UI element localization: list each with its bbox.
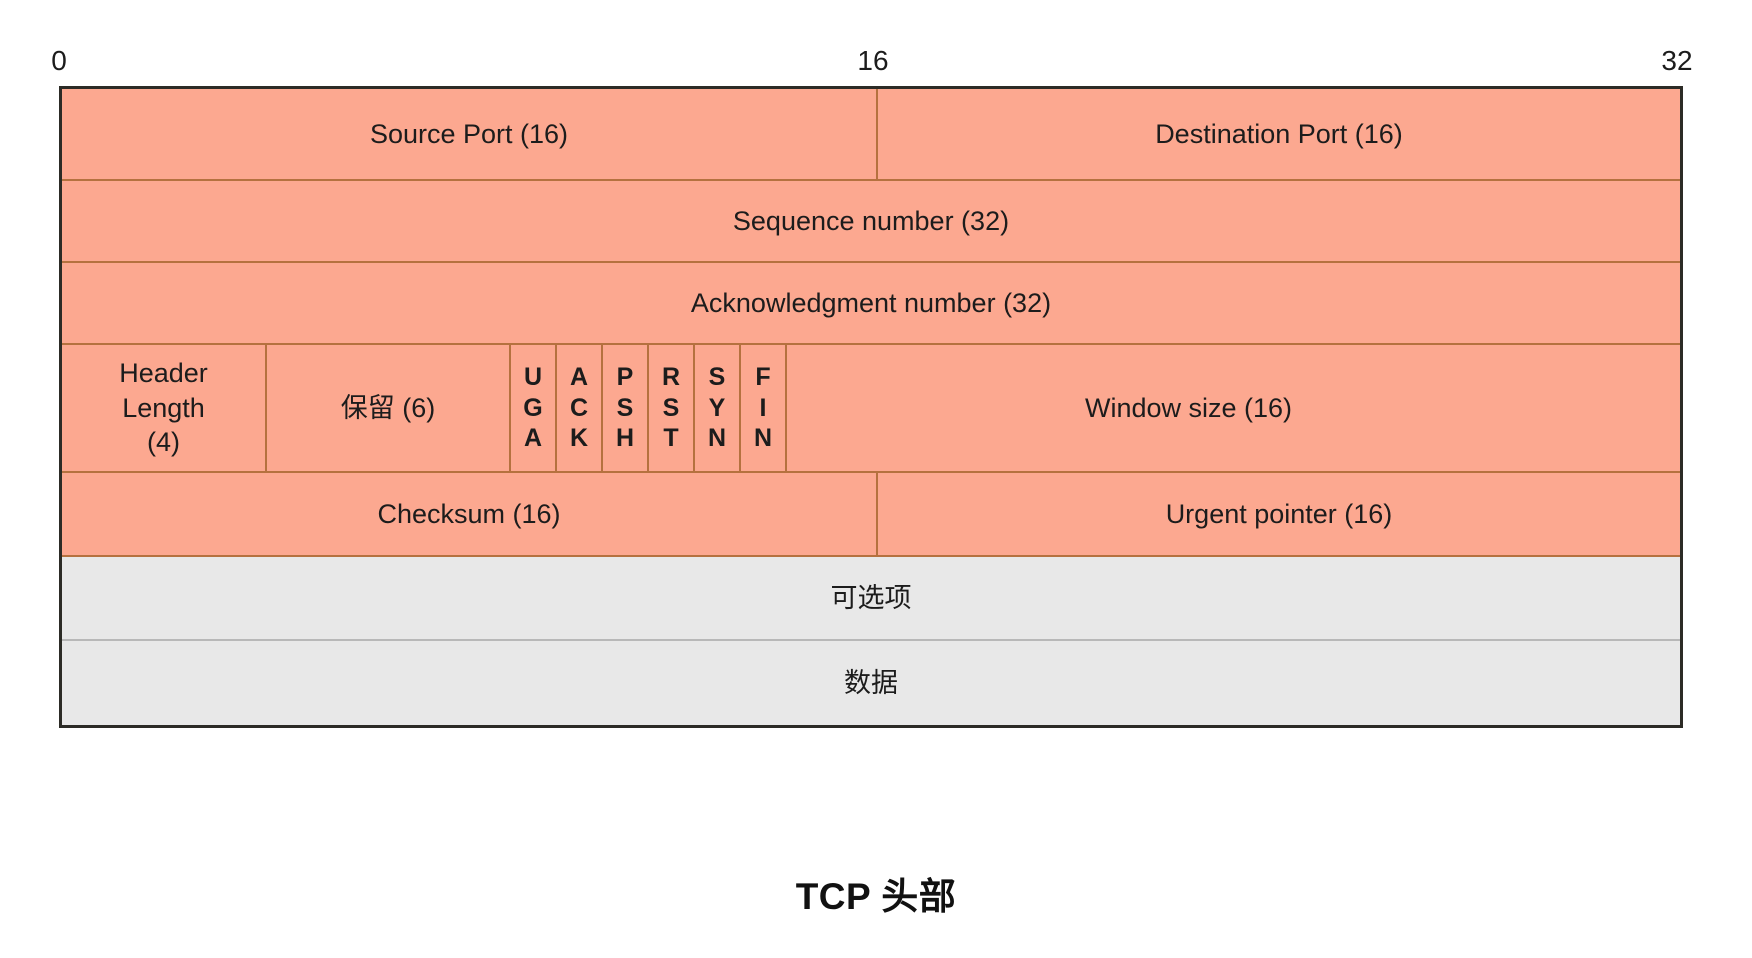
- row-options: 可选项: [62, 555, 1680, 639]
- flag-fin-letters: F I N: [754, 362, 772, 454]
- flag-syn-letter-1: S: [708, 363, 726, 392]
- flag-fin-letter-1: F: [755, 363, 771, 392]
- flag-syn-letter-3: N: [707, 424, 727, 453]
- row-data: 数据: [62, 639, 1680, 725]
- row-flags: Header Length (4) 保留 (6) U G A A C K P: [62, 343, 1680, 471]
- flag-psh-letters: P S H: [616, 362, 634, 454]
- flag-rst-letters: R S T: [662, 362, 680, 454]
- flag-ack-letter-2: C: [569, 393, 589, 422]
- bit-offset-16: 16: [857, 45, 889, 76]
- field-window-size: Window size (16): [785, 345, 1590, 471]
- field-options: 可选项: [830, 582, 912, 613]
- tcp-header-table: Source Port (16) Destination Port (16) S…: [59, 86, 1683, 728]
- flag-urg-letter-3: A: [523, 424, 543, 453]
- row-checksum: Checksum (16) Urgent pointer (16): [62, 471, 1680, 555]
- field-flag-rst: R S T: [647, 345, 693, 471]
- flag-syn-letter-2: Y: [708, 393, 726, 422]
- diagram-caption: TCP 头部: [795, 876, 957, 917]
- flag-fin-letter-2: I: [759, 393, 767, 422]
- field-source-port: Source Port (16): [369, 118, 569, 149]
- flag-psh-letter-1: P: [616, 363, 634, 392]
- field-flag-urg: U G A: [509, 345, 555, 471]
- bit-offset-ruler: 0 16 32: [51, 44, 1692, 86]
- flag-rst-letter-2: S: [662, 393, 680, 422]
- field-checksum: Checksum (16): [377, 498, 561, 529]
- field-flag-psh: P S H: [601, 345, 647, 471]
- field-acknowledgment-number: Acknowledgment number (32): [690, 287, 1052, 318]
- flag-ack-letter-1: A: [569, 363, 589, 392]
- flag-rst-letter-3: T: [663, 424, 679, 453]
- flag-ack-letters: A C K: [570, 362, 588, 454]
- field-reserved: 保留 (6): [265, 345, 509, 471]
- field-flag-fin: F I N: [739, 345, 785, 471]
- row-sequence-number: Sequence number (32): [62, 179, 1680, 261]
- flag-urg-letter-2: G: [523, 393, 543, 422]
- flag-rst-letter-1: R: [661, 363, 681, 392]
- field-header-length: Header Length (4): [119, 358, 208, 458]
- row-ports: Source Port (16) Destination Port (16): [62, 89, 1680, 179]
- flag-psh-letter-3: H: [615, 424, 635, 453]
- field-urgent-pointer: Urgent pointer (16): [876, 473, 1680, 555]
- field-sequence-number: Sequence number (32): [732, 205, 1010, 236]
- field-flag-ack: A C K: [555, 345, 601, 471]
- field-data: 数据: [844, 667, 898, 698]
- flag-syn-letters: S Y N: [708, 362, 726, 454]
- flag-urg-letter-1: U: [523, 363, 543, 392]
- flag-fin-letter-3: N: [753, 424, 773, 453]
- flag-ack-letter-3: K: [569, 424, 589, 453]
- bit-offset-0: 0: [51, 45, 67, 76]
- flag-psh-letter-2: S: [616, 393, 634, 422]
- flag-urg-letters: U G A: [523, 362, 542, 454]
- field-destination-port: Destination Port (16): [876, 89, 1680, 179]
- bit-offset-32: 32: [1661, 45, 1693, 76]
- row-acknowledgment-number: Acknowledgment number (32): [62, 261, 1680, 343]
- field-flag-syn: S Y N: [693, 345, 739, 471]
